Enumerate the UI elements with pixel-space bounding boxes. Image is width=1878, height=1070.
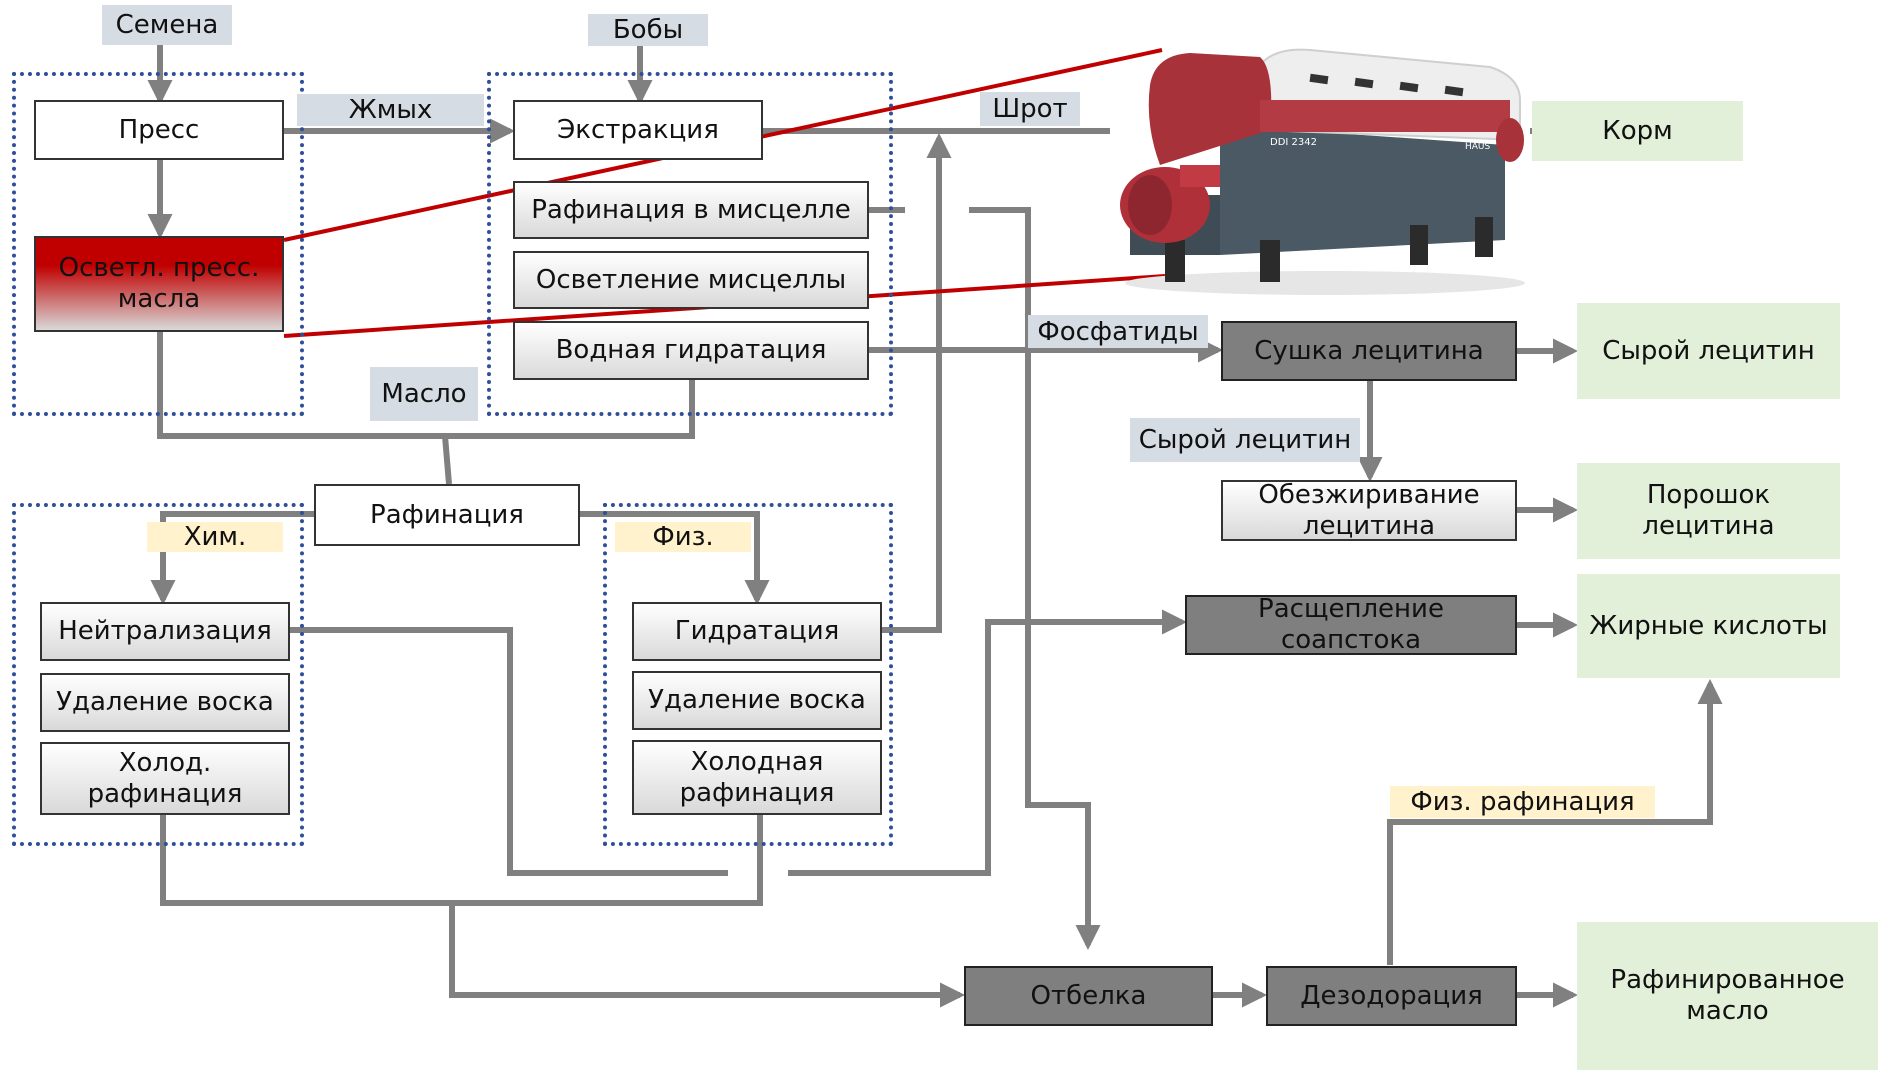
- phys-tag: Физ.: [615, 522, 751, 552]
- phys-refining-group-frame: [603, 503, 893, 846]
- water-degumming-box: Водная гидратация: [513, 321, 869, 380]
- seeds-tag: Семена: [102, 5, 232, 45]
- decanter-centrifuge-image: DDI 2342 HAUS: [1120, 48, 1525, 295]
- oil-tag: Масло: [370, 367, 478, 421]
- crude-lecithin-tag: Сырой лецитин: [1130, 418, 1360, 462]
- chem-refining-group-frame: [12, 503, 304, 846]
- cake-tag: Жмых: [297, 94, 484, 126]
- neutralization-box: Нейтрализация: [40, 602, 290, 661]
- refined-oil-product: Рафинированное масло: [1577, 922, 1878, 1070]
- fatty-acids-product: Жирные кислоты: [1577, 574, 1840, 678]
- cold-refining-phys-box: Холодная рафинация: [632, 740, 882, 815]
- clarify-press-oil-box: Осветл. пресс. масла: [34, 236, 284, 332]
- refining-box: Рафинация: [314, 484, 580, 546]
- machine-model-label: DDI 2342: [1270, 137, 1317, 148]
- beans-tag: Бобы: [588, 14, 708, 46]
- soapstock-splitting-box: Расщепление соапстока: [1185, 594, 1517, 655]
- degumming-box: Гидратация: [632, 602, 882, 661]
- feed-product: Корм: [1532, 101, 1743, 161]
- lecithin-deoiling-box: Обезжиривание лецитина: [1221, 480, 1517, 541]
- meal-tag: Шрот: [980, 92, 1080, 126]
- crude-lecithin-product: Сырой лецитин: [1577, 303, 1840, 399]
- lecithin-powder-product: Порошок лецитина: [1577, 463, 1840, 559]
- machine-brand-label: HAUS: [1465, 142, 1491, 152]
- press-box: Пресс: [34, 100, 284, 160]
- phys-refining-tag: Физ. рафинация: [1390, 786, 1655, 818]
- extraction-group-frame: [487, 72, 893, 416]
- deodorization-box: Дезодорация: [1266, 966, 1517, 1026]
- dewax-chem-box: Удаление воска: [40, 673, 290, 732]
- miscella-refining-box: Рафинация в мисцелле: [513, 181, 869, 239]
- miscella-clarify-box: Осветление мисцеллы: [513, 251, 869, 309]
- press-group-frame: [12, 72, 304, 416]
- chem-tag: Хим.: [147, 522, 283, 552]
- cold-refining-chem-box: Холод. рафинация: [40, 742, 290, 815]
- dewax-phys-box: Удаление воска: [632, 671, 882, 730]
- lecithin-drying-box: Сушка лецитина: [1221, 321, 1517, 381]
- extraction-box: Экстракция: [513, 100, 763, 160]
- bleaching-box: Отбелка: [964, 966, 1213, 1026]
- phosphatides-tag: Фосфатиды: [1028, 315, 1208, 348]
